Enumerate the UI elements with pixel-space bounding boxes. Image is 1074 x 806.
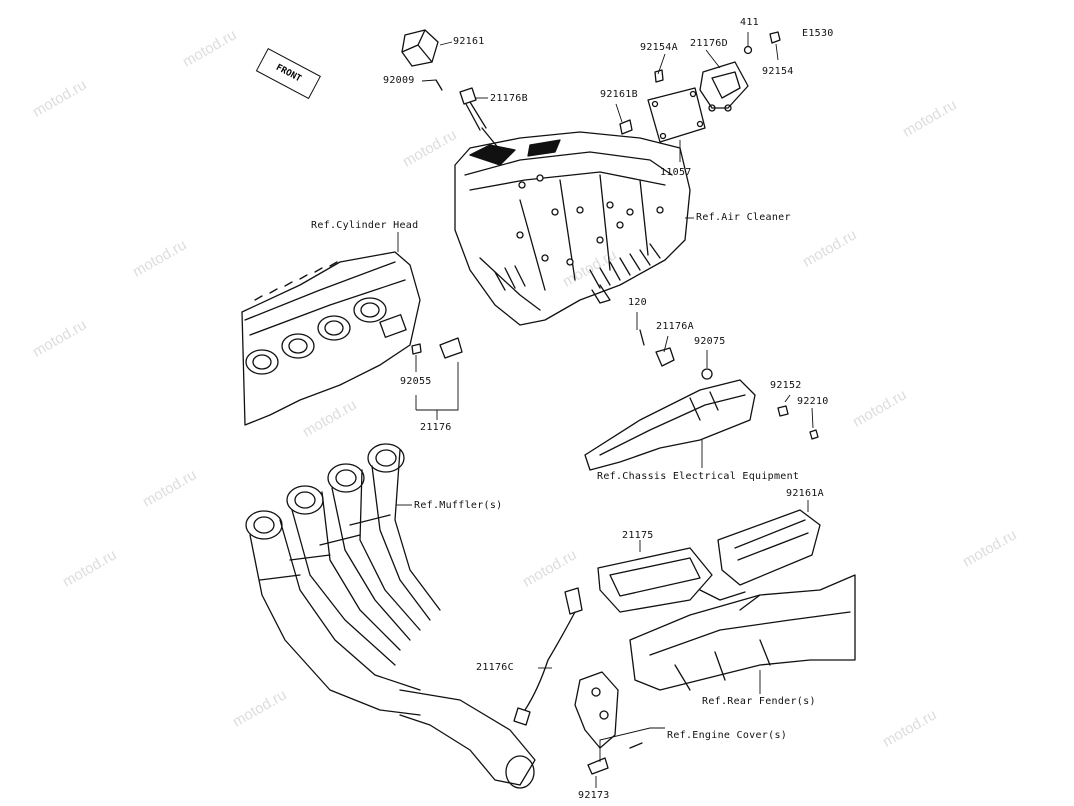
callout-92154: 92154: [762, 66, 794, 77]
ref-air-cleaner: Ref.Air Cleaner: [696, 212, 791, 223]
ref-engine-cover: Ref.Engine Cover(s): [667, 730, 788, 741]
cylinder-head: [241, 251, 421, 426]
callout-92173: 92173: [578, 790, 610, 801]
o2-sensor-21176C: [513, 587, 583, 726]
callout-21175: 21175: [622, 530, 654, 541]
callout-92161A: 92161A: [786, 488, 824, 499]
ref-cylinder-head: Ref.Cylinder Head: [311, 220, 419, 231]
engine-cover-bracket: [574, 671, 643, 775]
ref-muffler: Ref.Muffler(s): [414, 500, 503, 511]
sensor-21176: [411, 337, 463, 359]
sensor-21176D: [699, 31, 781, 112]
callout-21176C: 21176C: [476, 662, 514, 673]
air-cleaner-housing: [454, 131, 691, 326]
callout-92161: 92161: [453, 36, 485, 47]
callout-92152: 92152: [770, 380, 802, 391]
callout-21176: 21176: [420, 422, 452, 433]
ecu-holder-92161A: [717, 509, 821, 586]
callout-411: 411: [740, 17, 759, 28]
callout-92210: 92210: [797, 396, 829, 407]
callout-92154A: 92154A: [640, 42, 678, 53]
bracket-11057: [619, 69, 706, 143]
ref-chassis-electrical: Ref.Chassis Electrical Equipment: [597, 471, 800, 482]
callout-11057: 11057: [660, 167, 692, 178]
callout-21176B: 21176B: [490, 93, 528, 104]
callout-21176A: 21176A: [656, 321, 694, 332]
callout-21176D: 21176D: [690, 38, 728, 49]
diagram-code: E1530: [802, 28, 834, 39]
callout-92161B: 92161B: [600, 89, 638, 100]
intake-sensor-21176B: [401, 29, 501, 151]
leader-lines: [396, 32, 814, 788]
callout-92055: 92055: [400, 376, 432, 387]
callout-120: 120: [628, 297, 647, 308]
ref-rear-fender: Ref.Rear Fender(s): [702, 696, 816, 707]
ecu-21175: [597, 547, 713, 613]
callout-92075: 92075: [694, 336, 726, 347]
callout-92009: 92009: [383, 75, 415, 86]
exhaust-headers: [245, 443, 536, 789]
chassis-bracket: [584, 329, 819, 471]
rear-fender: [629, 574, 856, 691]
